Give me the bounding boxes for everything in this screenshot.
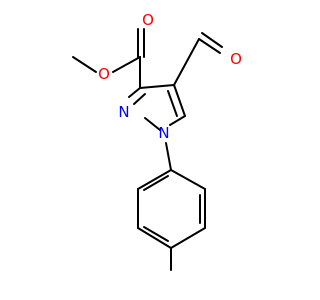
bond-oxygen-ester-carbon bbox=[112, 56, 141, 73]
bond-layer bbox=[72, 28, 223, 271]
bond-methyl-oxygen bbox=[72, 56, 97, 73]
bond-n1-aryl bbox=[165, 142, 172, 171]
bond-c5-n1 bbox=[169, 115, 186, 126]
bond-aryl-inner-2 bbox=[143, 226, 169, 242]
atom-nitrogen-2: N bbox=[118, 103, 129, 121]
bond-aryl-c3-c4 bbox=[170, 227, 206, 249]
bond-c4-c5-b bbox=[167, 90, 178, 117]
bond-c4-c5-a bbox=[173, 84, 186, 117]
bond-n1-n2 bbox=[144, 117, 161, 131]
bond-aryl-inner-3 bbox=[143, 175, 169, 191]
atom-oxygen-aldehyde: O bbox=[230, 50, 242, 68]
atom-label-layer: O O O N N bbox=[98, 11, 242, 142]
bond-aryl-c4-c5 bbox=[137, 227, 172, 249]
atom-oxygen-ether-ester: O bbox=[98, 65, 110, 83]
bond-aryl-c6-c1 bbox=[137, 169, 172, 190]
atom-nitrogen-1: N bbox=[158, 124, 169, 142]
atom-oxygen-carbonyl-ester: O bbox=[142, 11, 154, 29]
bond-aldehyde-carbonyl-a bbox=[198, 38, 221, 54]
bond-aldehyde-carbonyl-b bbox=[201, 32, 223, 48]
molecule-structure: O O O N N bbox=[72, 11, 242, 271]
bond-aryl-c1-c2 bbox=[170, 169, 206, 190]
bond-n2-c3-a bbox=[128, 87, 141, 98]
bond-c3-c4 bbox=[139, 84, 175, 89]
bond-c4-aldehyde-carbon bbox=[173, 38, 200, 86]
bond-n2-c3-b bbox=[133, 93, 146, 105]
